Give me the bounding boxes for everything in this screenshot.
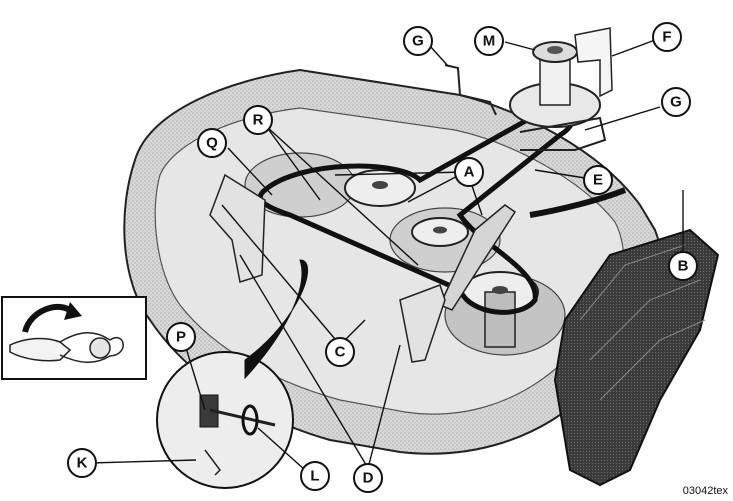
callout-a-label: A	[464, 164, 475, 181]
callout-b: B	[668, 251, 698, 281]
callout-l: L	[300, 461, 330, 491]
callout-c: C	[325, 337, 355, 367]
callout-q-label: Q	[206, 135, 218, 152]
callout-r-label: R	[253, 112, 264, 129]
callout-d-label: D	[363, 470, 374, 487]
inset-hairpin-removal	[1, 296, 147, 380]
idler-pulley	[411, 217, 469, 247]
callout-f: F	[652, 22, 682, 52]
callout-g-right: G	[661, 87, 691, 117]
figure-code: 03042tex	[683, 485, 729, 497]
callout-f-label: F	[662, 29, 671, 46]
idler-arm	[438, 204, 517, 311]
left-bracket	[209, 173, 266, 283]
belt-guide-right	[519, 116, 607, 151]
callout-e-label: E	[593, 172, 603, 189]
callouts: G M F G R Q A E	[67, 22, 698, 493]
inset-magnified-detail	[156, 259, 309, 489]
callout-m-label: M	[483, 33, 496, 50]
callout-l-label: L	[310, 468, 319, 485]
callout-k: K	[67, 448, 97, 478]
spindle-pulley-right	[461, 271, 539, 348]
spindle-pulley-left	[344, 169, 416, 207]
callout-g-upper-label: G	[412, 33, 424, 50]
callout-q: Q	[197, 128, 227, 158]
callout-r: R	[243, 105, 273, 135]
callout-k-label: K	[77, 455, 88, 472]
callout-e: E	[583, 165, 613, 195]
callout-m: M	[474, 26, 504, 56]
callout-a: A	[454, 157, 484, 187]
engine-pulley-assembly	[509, 41, 601, 128]
engine-bracket	[574, 27, 613, 98]
callout-d: D	[353, 463, 383, 493]
callout-c-label: C	[335, 344, 346, 361]
front-bracket	[399, 284, 446, 363]
callout-p: P	[166, 322, 196, 352]
callout-p-label: P	[176, 329, 186, 346]
callout-g-upper: G	[403, 26, 433, 56]
discharge-chute	[553, 228, 720, 487]
callout-b-label: B	[678, 258, 689, 275]
belt-guide-upper	[444, 64, 497, 116]
callout-g-right-label: G	[670, 94, 682, 111]
